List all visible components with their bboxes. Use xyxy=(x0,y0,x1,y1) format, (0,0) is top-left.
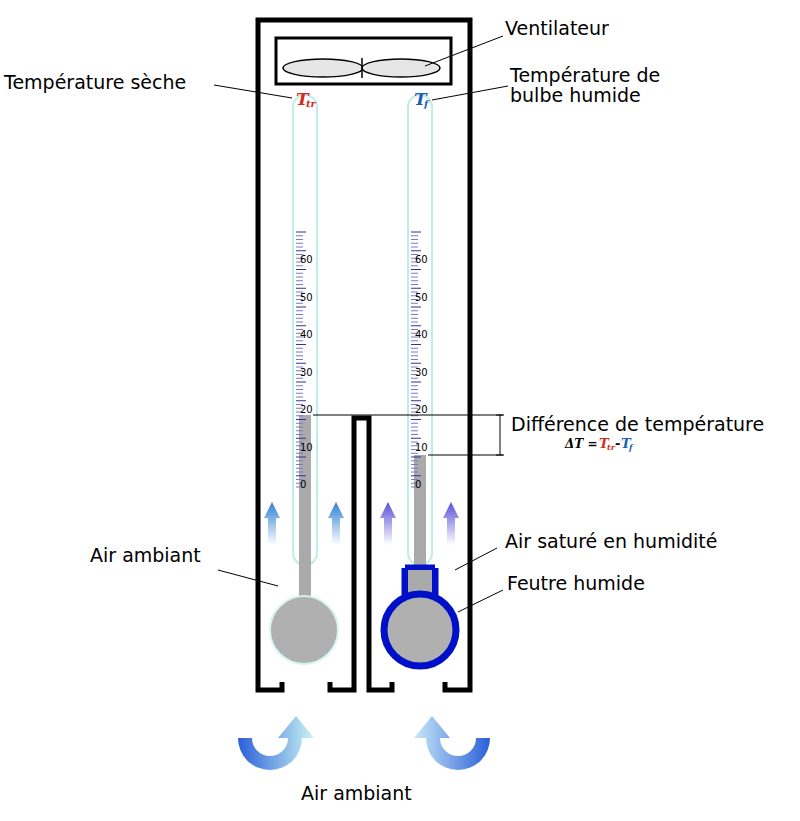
wet-felt xyxy=(384,594,456,666)
part-label: Température sèche xyxy=(4,73,186,93)
divider xyxy=(330,418,392,690)
symbol-subscript: tr xyxy=(607,443,615,451)
symbol-subscript: f xyxy=(629,443,632,451)
part-label: Air ambiant xyxy=(90,546,201,566)
scale-number: 40 xyxy=(300,330,313,341)
formula: - xyxy=(615,437,620,451)
housing xyxy=(258,20,470,690)
scale-number: 30 xyxy=(415,368,428,379)
scale-number: 50 xyxy=(300,293,313,304)
scale-number: 60 xyxy=(415,255,428,266)
part-label: Air ambiant xyxy=(301,784,412,804)
part-label: Ventilateur xyxy=(505,19,609,39)
fan-box xyxy=(276,38,451,84)
scale-number: 10 xyxy=(415,443,428,454)
part-label: Feutre humide xyxy=(507,574,645,594)
formula: ΔT = xyxy=(565,438,597,451)
scale-number: 40 xyxy=(415,330,428,341)
scale-number: 30 xyxy=(300,368,313,379)
scale-number: 0 xyxy=(415,480,421,491)
ambient-air-arrows xyxy=(238,716,490,770)
scale-number: 10 xyxy=(300,443,313,454)
symbol-subscript: tr xyxy=(306,99,316,110)
scale-number: 50 xyxy=(415,293,428,304)
symbol-subscript: f xyxy=(424,99,428,110)
scale-number: 20 xyxy=(415,405,428,416)
part-label: Air saturé en humidité xyxy=(505,532,717,552)
leader-lines xyxy=(214,36,508,612)
part-label: Température de bulbe humide xyxy=(510,66,700,106)
dry-bulb xyxy=(270,596,338,664)
scale-number: 20 xyxy=(300,405,313,416)
air-arrows xyxy=(264,502,459,545)
scale-number: 60 xyxy=(300,255,313,266)
part-label: Différence de température xyxy=(511,415,764,435)
scale-ticks xyxy=(296,232,421,487)
scale-number: 0 xyxy=(300,480,306,491)
